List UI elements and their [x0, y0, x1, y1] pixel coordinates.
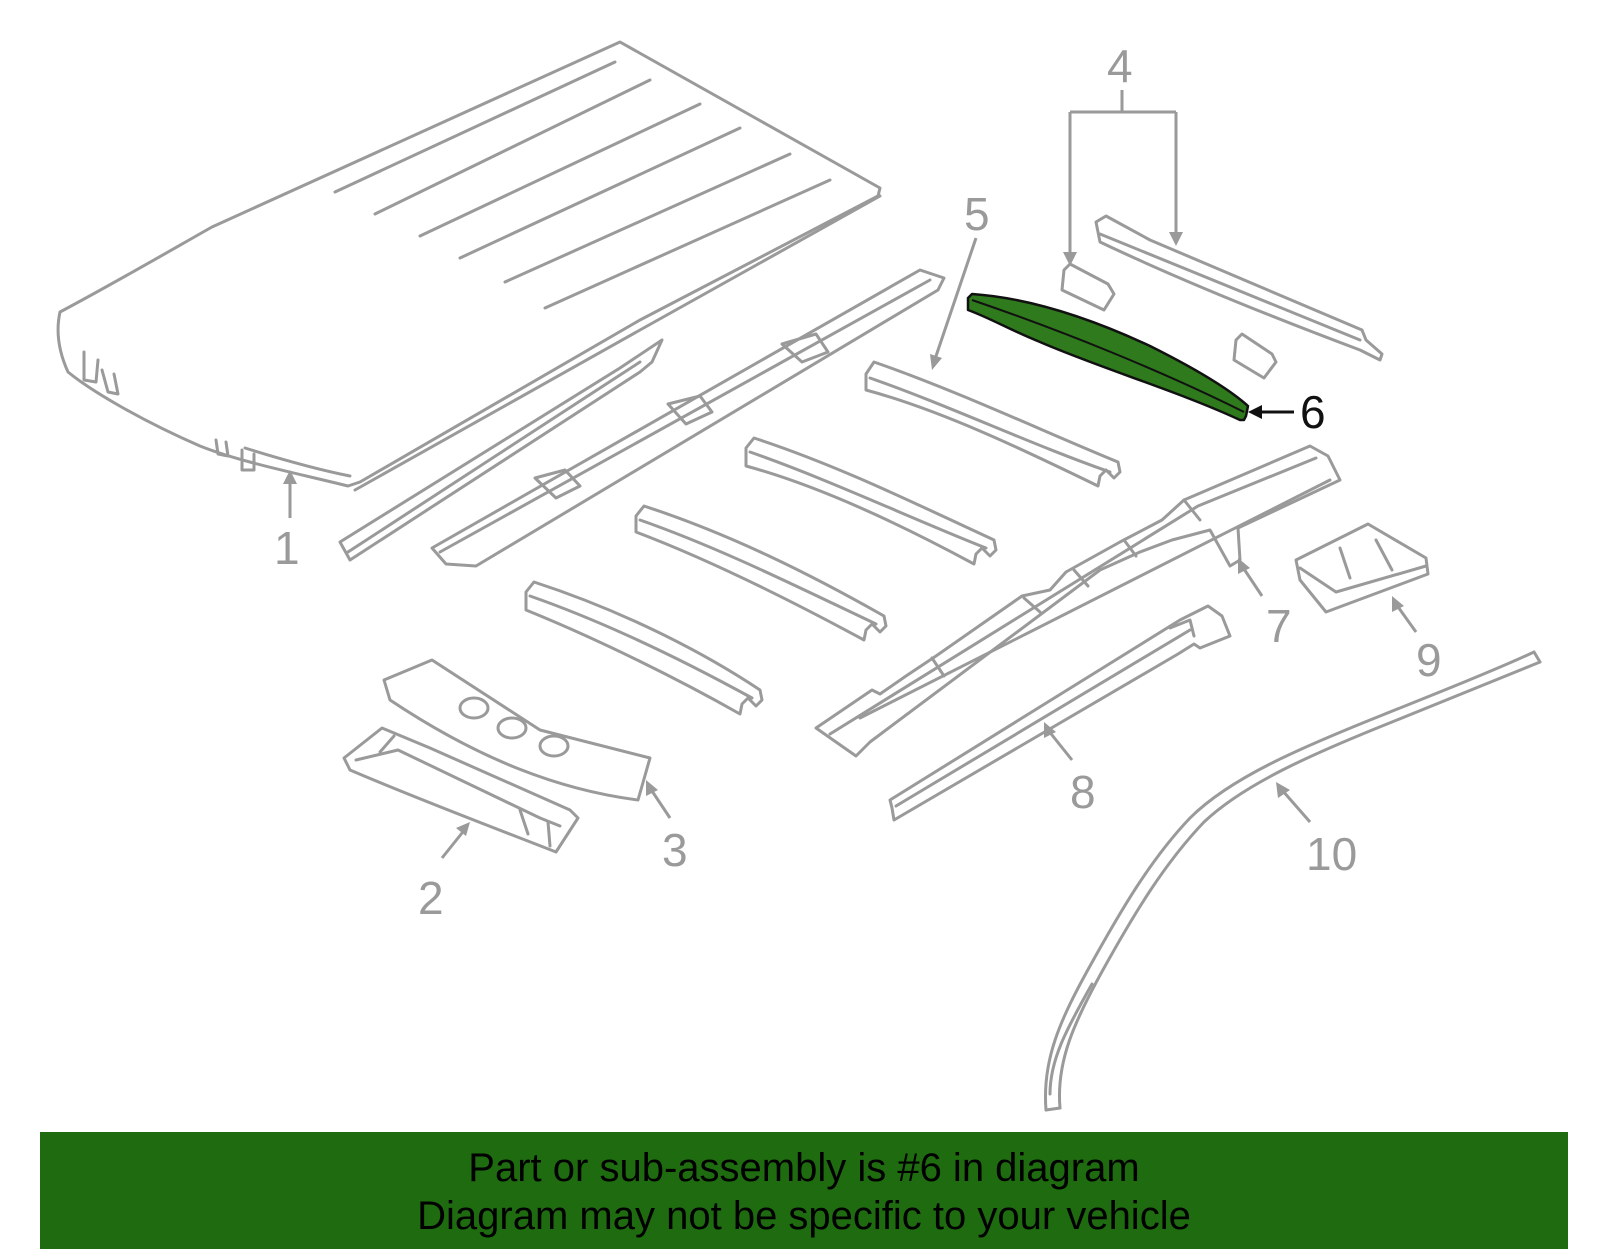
part-8-side-member	[888, 604, 1232, 822]
part-4-rail-and-brackets	[1060, 214, 1384, 380]
part-1-side-rail	[338, 338, 664, 562]
banner-line-2: Diagram may not be specific to your vehi…	[417, 1194, 1191, 1238]
callout-1: 1	[274, 470, 300, 574]
callout-10: 10	[1276, 782, 1357, 880]
part-1-roof-panel	[56, 40, 882, 492]
part-2-front-header-lower	[342, 726, 580, 854]
banner-line-1: Part or sub-assembly is #6 in diagram	[468, 1146, 1140, 1190]
part-9-bracket	[1294, 522, 1430, 614]
roof-bow-3	[744, 436, 998, 566]
callout-2: 2	[418, 822, 470, 924]
part-3-front-header-upper	[382, 658, 652, 802]
callout-7: 7	[1238, 558, 1292, 652]
part-6-roof-bow-highlighted	[966, 292, 1250, 422]
callout-3: 3	[646, 780, 688, 876]
callout-9: 9	[1392, 596, 1442, 686]
svg-text:4: 4	[1107, 40, 1133, 92]
roof-bow-1	[524, 580, 764, 716]
callout-8: 8	[1044, 722, 1096, 818]
svg-text:10: 10	[1306, 828, 1357, 880]
left-roof-rail	[430, 268, 946, 568]
svg-text:6: 6	[1300, 386, 1326, 438]
svg-text:1: 1	[274, 522, 300, 574]
part-6-shape	[966, 292, 1250, 422]
callout-5: 5	[930, 188, 990, 370]
roof-bow-2	[634, 504, 888, 642]
part-5-roof-bow	[864, 360, 1122, 488]
part-10-weatherstrip	[1043, 650, 1542, 1112]
callout-6: 6	[1248, 386, 1326, 438]
svg-text:3: 3	[662, 824, 688, 876]
svg-text:8: 8	[1070, 766, 1096, 818]
svg-text:2: 2	[418, 872, 444, 924]
callout-4: 4	[1063, 40, 1183, 266]
svg-text:5: 5	[964, 188, 990, 240]
svg-text:9: 9	[1416, 634, 1442, 686]
part-7-side-rail	[814, 444, 1342, 758]
svg-text:7: 7	[1266, 600, 1292, 652]
info-banner: Part or sub-assembly is #6 in diagram Di…	[40, 1132, 1568, 1249]
